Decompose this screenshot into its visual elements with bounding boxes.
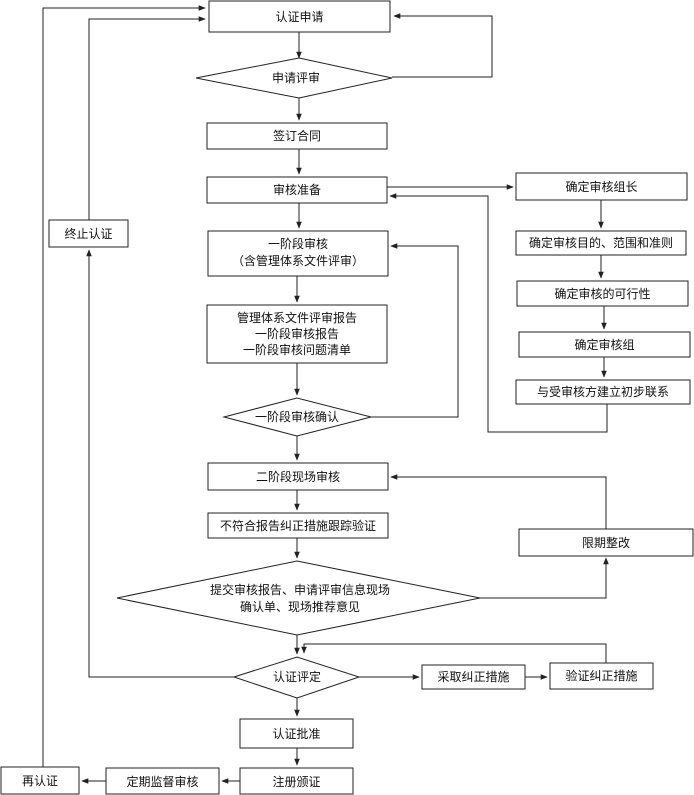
node-team-scope: 确定审核目的、范围和准则 — [515, 230, 687, 256]
node-reports-line1: 管理体系文件评审报告 — [237, 310, 357, 325]
node-prep-label: 审核准备 — [273, 182, 321, 197]
node-apply: 认证申请 — [208, 0, 391, 33]
connectors — [42, 5, 609, 784]
arrow-recert-apply — [42, 5, 206, 767]
arrow-terminate-apply — [88, 16, 206, 220]
node-followup-label: 不符合报告纠正措施跟踪验证 — [220, 518, 376, 533]
node-stage1-line2: （含管理体系文件评审） — [232, 253, 364, 268]
node-stage1-line1: 一阶段审核 — [268, 236, 328, 251]
node-verify: 验证纠正措施 — [549, 662, 654, 690]
arrow-rectify-stage2 — [390, 474, 607, 529]
arrow-evaluate-terminate — [86, 249, 234, 678]
node-stage2-label: 二阶段现场审核 — [256, 469, 340, 484]
node-team-leader: 确定审核组长 — [515, 172, 688, 201]
node-corrective: 采取纠正措施 — [421, 664, 526, 690]
node-team-contact: 与受审核方建立初步联系 — [515, 379, 691, 405]
node-corrective-label: 采取纠正措施 — [437, 670, 509, 684]
node-register-label: 注册颁证 — [272, 774, 320, 789]
node-approve: 认证批准 — [239, 718, 354, 749]
node-team-feasibility: 确定审核的可行性 — [516, 280, 689, 307]
node-stage1: 一阶段审核 （含管理体系文件评审） — [207, 230, 389, 277]
node-reports-line2: 一阶段审核报告 — [255, 326, 339, 341]
node-recert-label: 再认证 — [22, 774, 58, 788]
node-followup: 不符合报告纠正措施跟踪验证 — [207, 512, 389, 539]
node-submit-line1: 提交审核报告、申请评审信息现场 — [210, 582, 390, 597]
node-app-review-label: 申请评审 — [272, 70, 320, 85]
node-team-scope-label: 确定审核目的、范围和准则 — [529, 235, 673, 250]
node-terminate-label: 终止认证 — [64, 226, 112, 241]
node-apply-label: 认证申请 — [275, 10, 323, 24]
arrow-submit-rectify — [480, 557, 609, 599]
node-approve-label: 认证批准 — [272, 726, 320, 741]
node-submit: 提交审核报告、申请评审信息现场 确认单、现场推荐意见 — [116, 560, 481, 636]
node-team-group-label: 确定审核组 — [574, 337, 634, 352]
node-reports-line3: 一阶段审核问题清单 — [243, 342, 351, 357]
node-evaluate: 认证评定 — [232, 656, 361, 699]
node-evaluate-label: 认证评定 — [273, 669, 321, 684]
node-sign: 签订合同 — [206, 122, 388, 150]
arrow-contact-prep — [389, 193, 608, 433]
node-team-group: 确定审核组 — [518, 331, 691, 358]
node-surveil-label: 定期监督审核 — [126, 774, 198, 789]
node-surveil: 定期监督审核 — [105, 767, 220, 795]
arrow-review-loop — [392, 13, 493, 78]
arrow-verify-evaluate — [301, 643, 607, 663]
node-team-leader-label: 确定审核组长 — [565, 179, 637, 194]
node-terminate: 终止认证 — [48, 219, 129, 248]
node-stage1-confirm-label: 一阶段审核确认 — [255, 409, 339, 424]
arrow-confirm-loop — [371, 243, 459, 418]
node-reports: 管理体系文件评审报告 一阶段审核报告 一阶段审核问题清单 — [206, 304, 388, 364]
node-submit-line2: 确认单、现场推荐意见 — [240, 599, 360, 614]
node-stage2: 二阶段现场审核 — [207, 462, 389, 491]
node-team-contact-label: 与受审核方建立初步联系 — [537, 384, 669, 399]
node-prep: 审核准备 — [206, 176, 388, 204]
node-register: 注册颁证 — [239, 767, 354, 795]
node-app-review: 申请评审 — [195, 57, 393, 99]
node-team-feasibility-label: 确定审核的可行性 — [554, 286, 650, 301]
node-rectify-label: 限期整改 — [582, 535, 630, 550]
node-sign-label: 签订合同 — [273, 128, 321, 143]
node-verify-label: 验证纠正措施 — [565, 668, 637, 683]
node-stage1-confirm: 一阶段审核确认 — [222, 397, 372, 437]
node-rectify: 限期整改 — [518, 528, 694, 557]
node-recert: 再认证 — [0, 766, 80, 795]
